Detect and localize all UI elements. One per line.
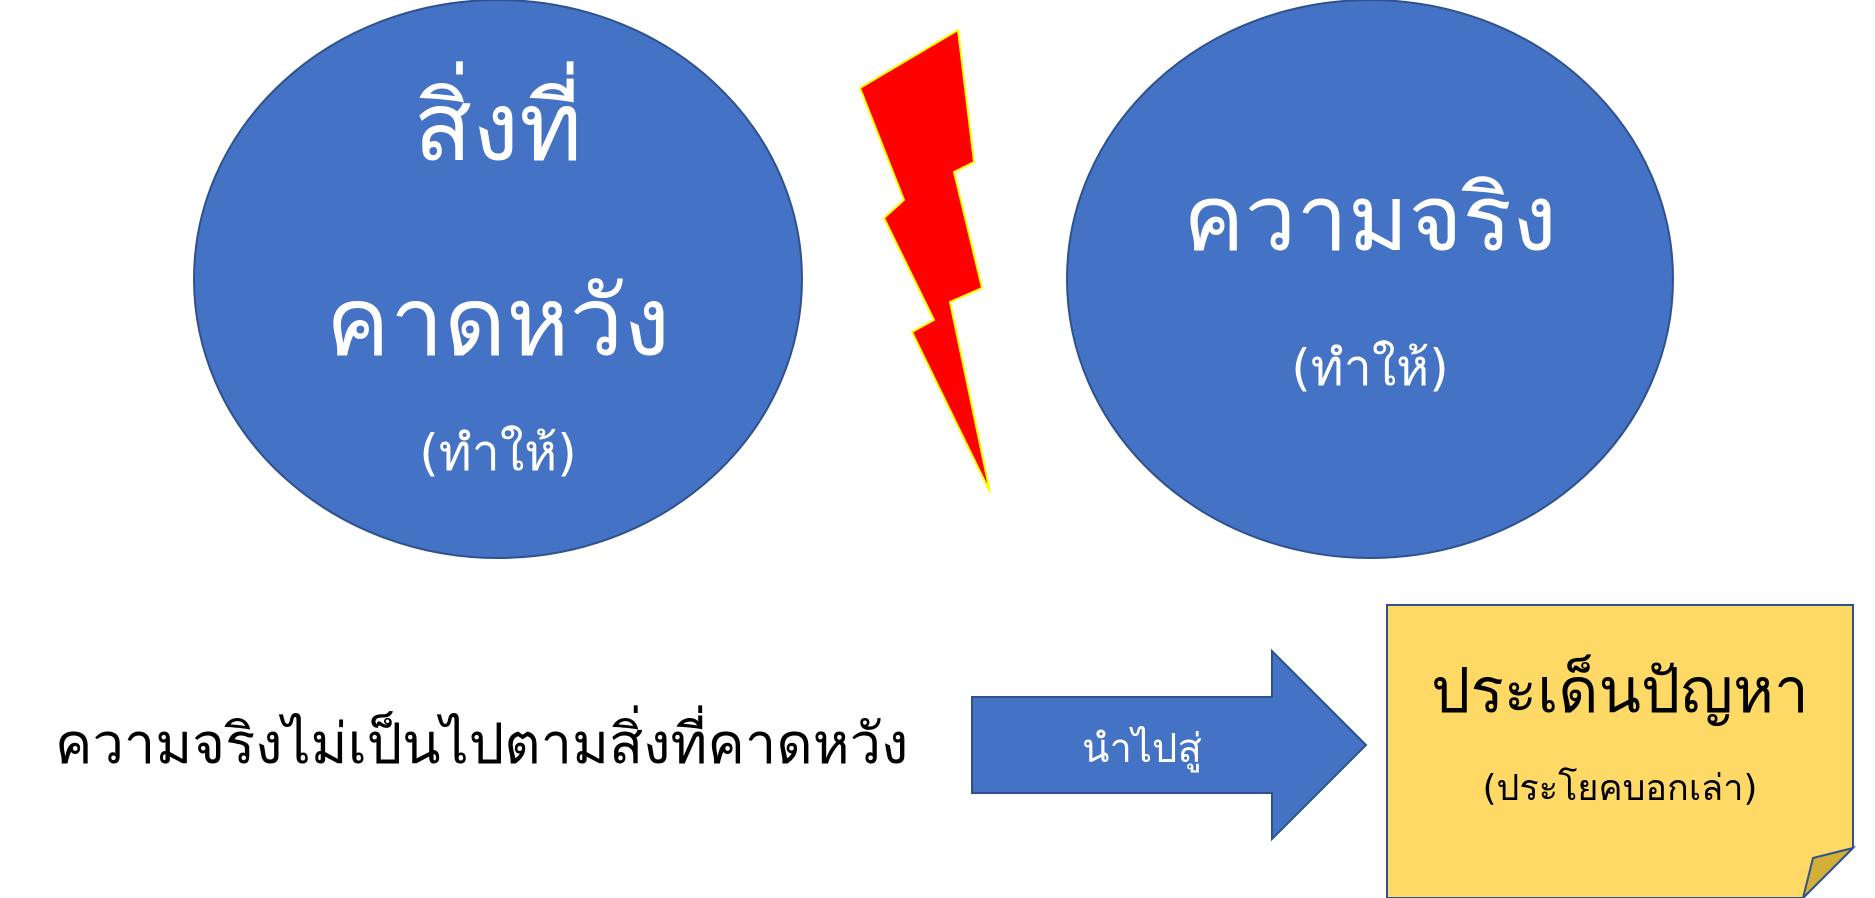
leads-to-arrow [971, 648, 1368, 842]
lightning-bolt-icon [858, 28, 991, 493]
problem-note [1386, 604, 1854, 898]
arrow-label: นำไปสู่ [1082, 726, 1202, 772]
reality-note: (ทำให้) [1291, 339, 1448, 397]
reality-circle [1066, 0, 1674, 559]
reality-line1: ความจริง [1183, 165, 1557, 272]
expectation-line1: สิ่งที่ [414, 61, 583, 183]
statement-text: ความจริงไม่เป็นไปตามสิ่งที่คาดหวัง [55, 712, 909, 777]
problem-note-text: (ประโยคบอกเล่า) [1483, 767, 1758, 809]
expectation-note: (ทำให้) [419, 424, 576, 482]
problem-title: ประเด็นปัญหา [1431, 654, 1809, 727]
note-fold-corner [1801, 846, 1857, 898]
expectation-circle [193, 0, 803, 559]
expectation-line2: คาดหวัง [326, 266, 671, 378]
